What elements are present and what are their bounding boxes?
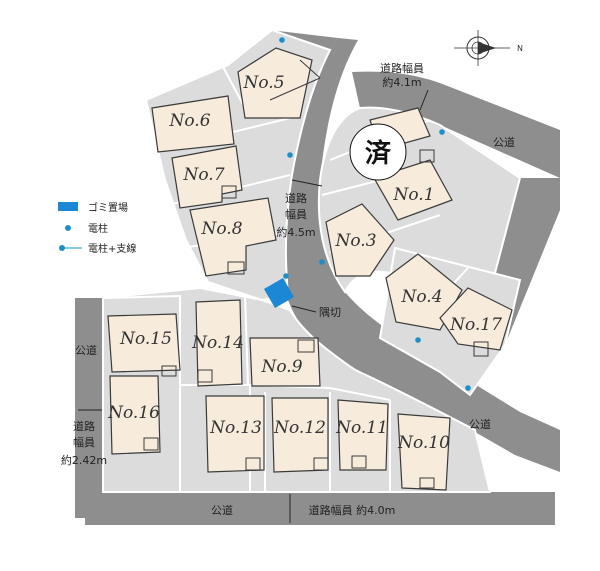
utility-poles [279,37,471,391]
road-bottom [85,492,555,525]
pole-icon [279,37,285,43]
lot-label-no12: No.12 [273,418,326,438]
pole-icon [439,129,445,135]
public-road-label-south: 公道 [211,503,233,517]
houses [107,47,513,491]
road-labels: 道路幅員 約4.1m 公道 道路 幅員 約4.5m 隅切 公道 公道 道路 幅員… [61,61,515,523]
lot-label-no16: No.16 [107,403,160,423]
road-width-bottom: 道路幅員 約4.0m [309,503,396,517]
road-width-mid-line1: 道路 [285,191,307,205]
house-no16 [109,375,161,455]
public-road-label-west: 公道 [75,343,97,357]
house-details [143,59,489,489]
lot-label-no10: No.10 [397,433,450,453]
lot-label-no14: No.14 [191,333,244,353]
lot-label-no11: No.11 [335,418,388,438]
lot-label-no7: No.7 [182,165,224,185]
compass: N [454,30,523,66]
house-no6 [151,95,235,153]
compass-north-label: N [517,44,523,53]
house-no10 [397,413,451,491]
roads [75,30,560,525]
lot-label-no1: No.1 [392,185,434,205]
road-top-right [352,71,560,178]
house-no8 [189,197,277,277]
pole-icon [287,152,293,158]
road-center [283,38,560,472]
house-no13 [205,395,265,473]
lot-label-no17: No.17 [449,315,502,335]
lot-label-no4: No.4 [400,287,442,307]
legend: ゴミ置場 電柱 電柱+支線 [58,201,136,255]
road-left [75,298,103,518]
sold-text: 済 [365,138,392,169]
road-width-top-label: 道路幅員 [380,61,424,75]
lot-label-no3: No.3 [334,231,376,251]
road-width-top-value: 約4.1m [382,75,421,89]
road-width-left-line2: 幅員 [73,436,95,449]
lot-label-no8: No.8 [200,219,242,239]
house-no15 [107,313,181,373]
road-width-mid-line2: 幅員 [285,208,307,221]
road-width-left-value: 約2.42m [61,453,107,467]
legend-pole-guy-label: 電柱+支線 [88,242,136,255]
house-no5 [237,47,313,119]
sold-mark: 済 [349,123,407,181]
corner-cut-label: 隅切 [319,306,341,319]
legend-garbage-label: ゴミ置場 [88,201,128,214]
garbage-area [263,277,295,309]
house-no14 [195,299,243,387]
pole-icon [465,385,471,391]
lot-label-no6: No.6 [168,111,210,131]
lot-label-no5: No.5 [242,73,284,93]
legend-pole-label: 電柱 [88,222,108,235]
house-no17 [439,287,513,351]
lot-labels: No.5 No.6 No.7 No.8 No.1 No.3 No.4 No.17… [107,73,502,453]
lot-label-no15: No.15 [119,329,172,349]
public-road-label-east: 公道 [469,417,491,431]
house-no11 [337,399,389,471]
pole-icon [415,337,421,343]
pole-icon [283,273,289,279]
pole-icon [319,259,325,265]
road-width-mid-value: 約4.5m [276,225,315,239]
house-no3 [325,203,395,277]
lot-label-no13: No.13 [209,418,262,438]
lot-label-no9: No.9 [260,357,302,377]
house-no9 [249,337,321,387]
road-width-left-line1: 道路 [73,419,95,433]
public-road-label-north: 公道 [493,135,515,149]
